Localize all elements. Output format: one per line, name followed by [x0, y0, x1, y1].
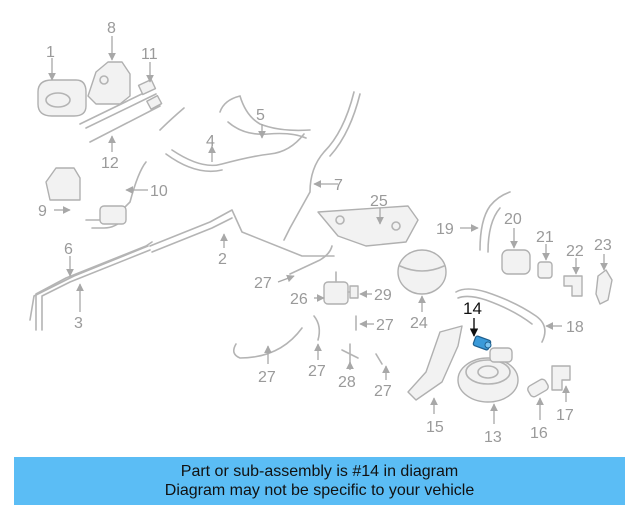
callout-25: 25 [370, 193, 388, 210]
part-27-clip-e[interactable] [375, 353, 390, 380]
part-15-bracket[interactable] [407, 325, 463, 414]
callout-27-d: 27 [376, 317, 394, 334]
part-19-hose[interactable] [460, 191, 511, 253]
part-11-sensor[interactable] [79, 62, 157, 129]
callout-27-b: 27 [258, 369, 276, 386]
callout-28: 28 [338, 374, 356, 391]
part-29-fitting[interactable] [349, 285, 372, 299]
callout-15: 15 [426, 419, 444, 436]
callout-19: 19 [436, 221, 454, 238]
part-6-line[interactable] [35, 241, 153, 331]
callout-14-highlighted: 14 [463, 299, 482, 318]
part-10-valve-hose[interactable] [85, 161, 148, 229]
part-28-tee[interactable] [341, 343, 359, 370]
part-4-line[interactable] [159, 107, 305, 173]
callout-29: 29 [374, 287, 392, 304]
banner-line-part: Part or sub-assembly is #14 in diagram [180, 463, 459, 480]
callout-7: 7 [334, 177, 343, 194]
callout-4: 4 [206, 133, 215, 150]
callout-17: 17 [556, 407, 574, 424]
part-5-line[interactable] [219, 95, 311, 139]
callout-27-a: 27 [254, 275, 272, 292]
part-26-valve[interactable] [314, 271, 357, 305]
part-8-mount[interactable] [87, 36, 131, 105]
callout-11: 11 [141, 46, 158, 63]
part-13-air-pump[interactable] [457, 347, 519, 424]
callout-1: 1 [46, 44, 55, 61]
callout-27-c: 27 [308, 363, 326, 380]
part-20-pump[interactable] [501, 228, 531, 275]
part-1-bracket[interactable] [37, 58, 87, 117]
callout-23: 23 [594, 237, 612, 254]
part-14-highlighted[interactable] [469, 318, 492, 351]
part-22-elbow[interactable] [563, 258, 583, 297]
callout-20: 20 [504, 211, 522, 228]
part-18-hose[interactable] [455, 288, 562, 343]
part-12-sensor-rod[interactable] [89, 94, 163, 152]
callout-3: 3 [74, 315, 83, 332]
part-17-fitting[interactable] [551, 365, 571, 402]
part-27-clip-d[interactable] [355, 315, 374, 331]
part-2-line[interactable] [149, 209, 335, 257]
part-21-gasket[interactable] [537, 244, 553, 279]
callout-13: 13 [484, 429, 502, 446]
callout-27-e: 27 [374, 383, 392, 400]
part-27-hose-b[interactable] [232, 327, 303, 364]
callout-6: 6 [64, 241, 73, 258]
callout-8: 8 [107, 20, 116, 37]
callout-16: 16 [530, 425, 548, 442]
part-9-bracket[interactable] [45, 167, 81, 214]
callout-26: 26 [290, 291, 308, 308]
callout-9: 9 [38, 203, 47, 220]
banner-line-disclaimer: Diagram may not be specific to your vehi… [164, 482, 475, 499]
callout-18: 18 [566, 319, 584, 336]
callout-12: 12 [101, 155, 119, 172]
part-7-pipe[interactable] [283, 91, 361, 241]
callout-22: 22 [566, 243, 584, 260]
callout-24: 24 [410, 315, 428, 332]
part-27-hose-a[interactable] [277, 245, 333, 283]
callout-2: 2 [218, 251, 227, 268]
callout-10: 10 [150, 183, 168, 200]
parts-diagram: 1 8 11 12 9 10 4 5 7 25 6 3 2 27 26 29 2… [29, 20, 613, 446]
part-25-bracket-plate[interactable] [317, 205, 419, 247]
part-16-plug[interactable] [526, 378, 549, 420]
callout-21: 21 [536, 229, 554, 246]
part-3-line[interactable] [29, 245, 149, 321]
part-27-hose-c[interactable] [313, 315, 322, 360]
callout-5: 5 [256, 107, 265, 124]
part-24-reservoir[interactable] [397, 249, 447, 312]
info-banner: Part or sub-assembly is #14 in diagram D… [14, 457, 625, 505]
part-23-gasket[interactable] [595, 254, 613, 305]
